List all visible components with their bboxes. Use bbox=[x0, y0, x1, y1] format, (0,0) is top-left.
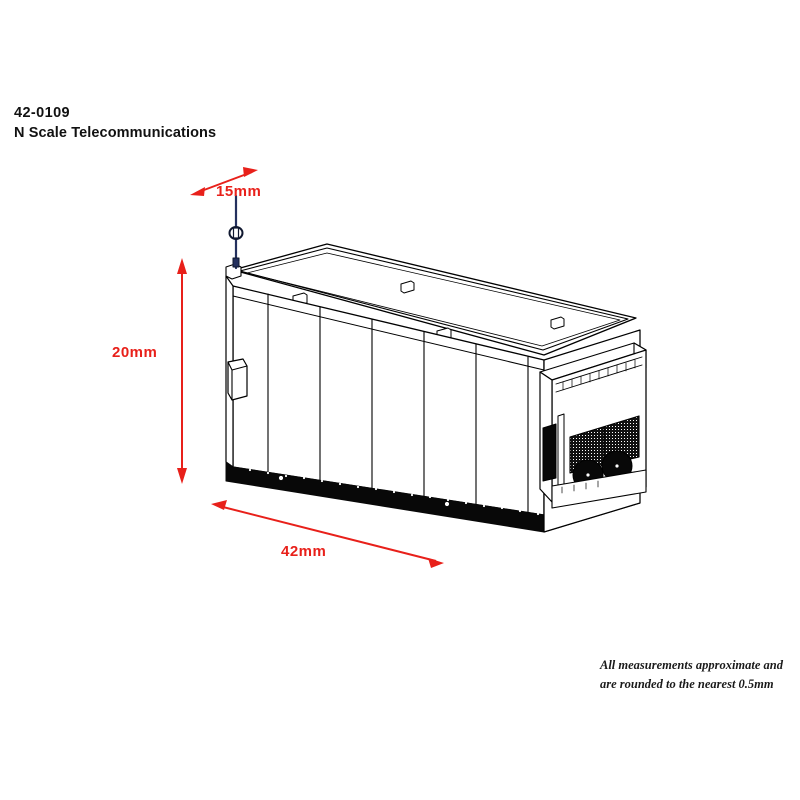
wall-panel-seam bbox=[267, 293, 529, 514]
dimension-label-length: 42mm bbox=[281, 543, 327, 560]
plinth-bolt bbox=[278, 475, 450, 507]
antenna-mast bbox=[228, 194, 244, 270]
product-code: 42-0109 bbox=[14, 105, 71, 121]
dimension-arrow-20mm bbox=[177, 258, 187, 484]
dimension-arrow-15mm bbox=[190, 167, 258, 196]
disclaimer-line-1: All measurements approximate and bbox=[600, 658, 784, 672]
dimension-arrow-42mm bbox=[211, 500, 444, 568]
title-block: 42-0109 N Scale Telecommunications bbox=[14, 104, 216, 143]
plinth-rivets bbox=[248, 468, 540, 516]
roof-bracket bbox=[400, 280, 415, 294]
measurement-disclaimer: All measurements approximate and are rou… bbox=[600, 656, 800, 695]
dimension-label-height: 20mm bbox=[112, 344, 158, 361]
hvac-unit bbox=[539, 329, 647, 533]
wall-mounted-box bbox=[227, 358, 248, 401]
product-name: N Scale Telecommunications bbox=[14, 124, 217, 141]
dimension-annotations bbox=[177, 167, 444, 568]
container-front-wall bbox=[232, 285, 545, 516]
dimension-label-depth: 15mm bbox=[216, 183, 262, 200]
disclaimer-line-2: are rounded to the nearest 0.5mm bbox=[600, 677, 774, 692]
container-roof bbox=[232, 243, 637, 356]
roof-bracket bbox=[550, 316, 565, 330]
